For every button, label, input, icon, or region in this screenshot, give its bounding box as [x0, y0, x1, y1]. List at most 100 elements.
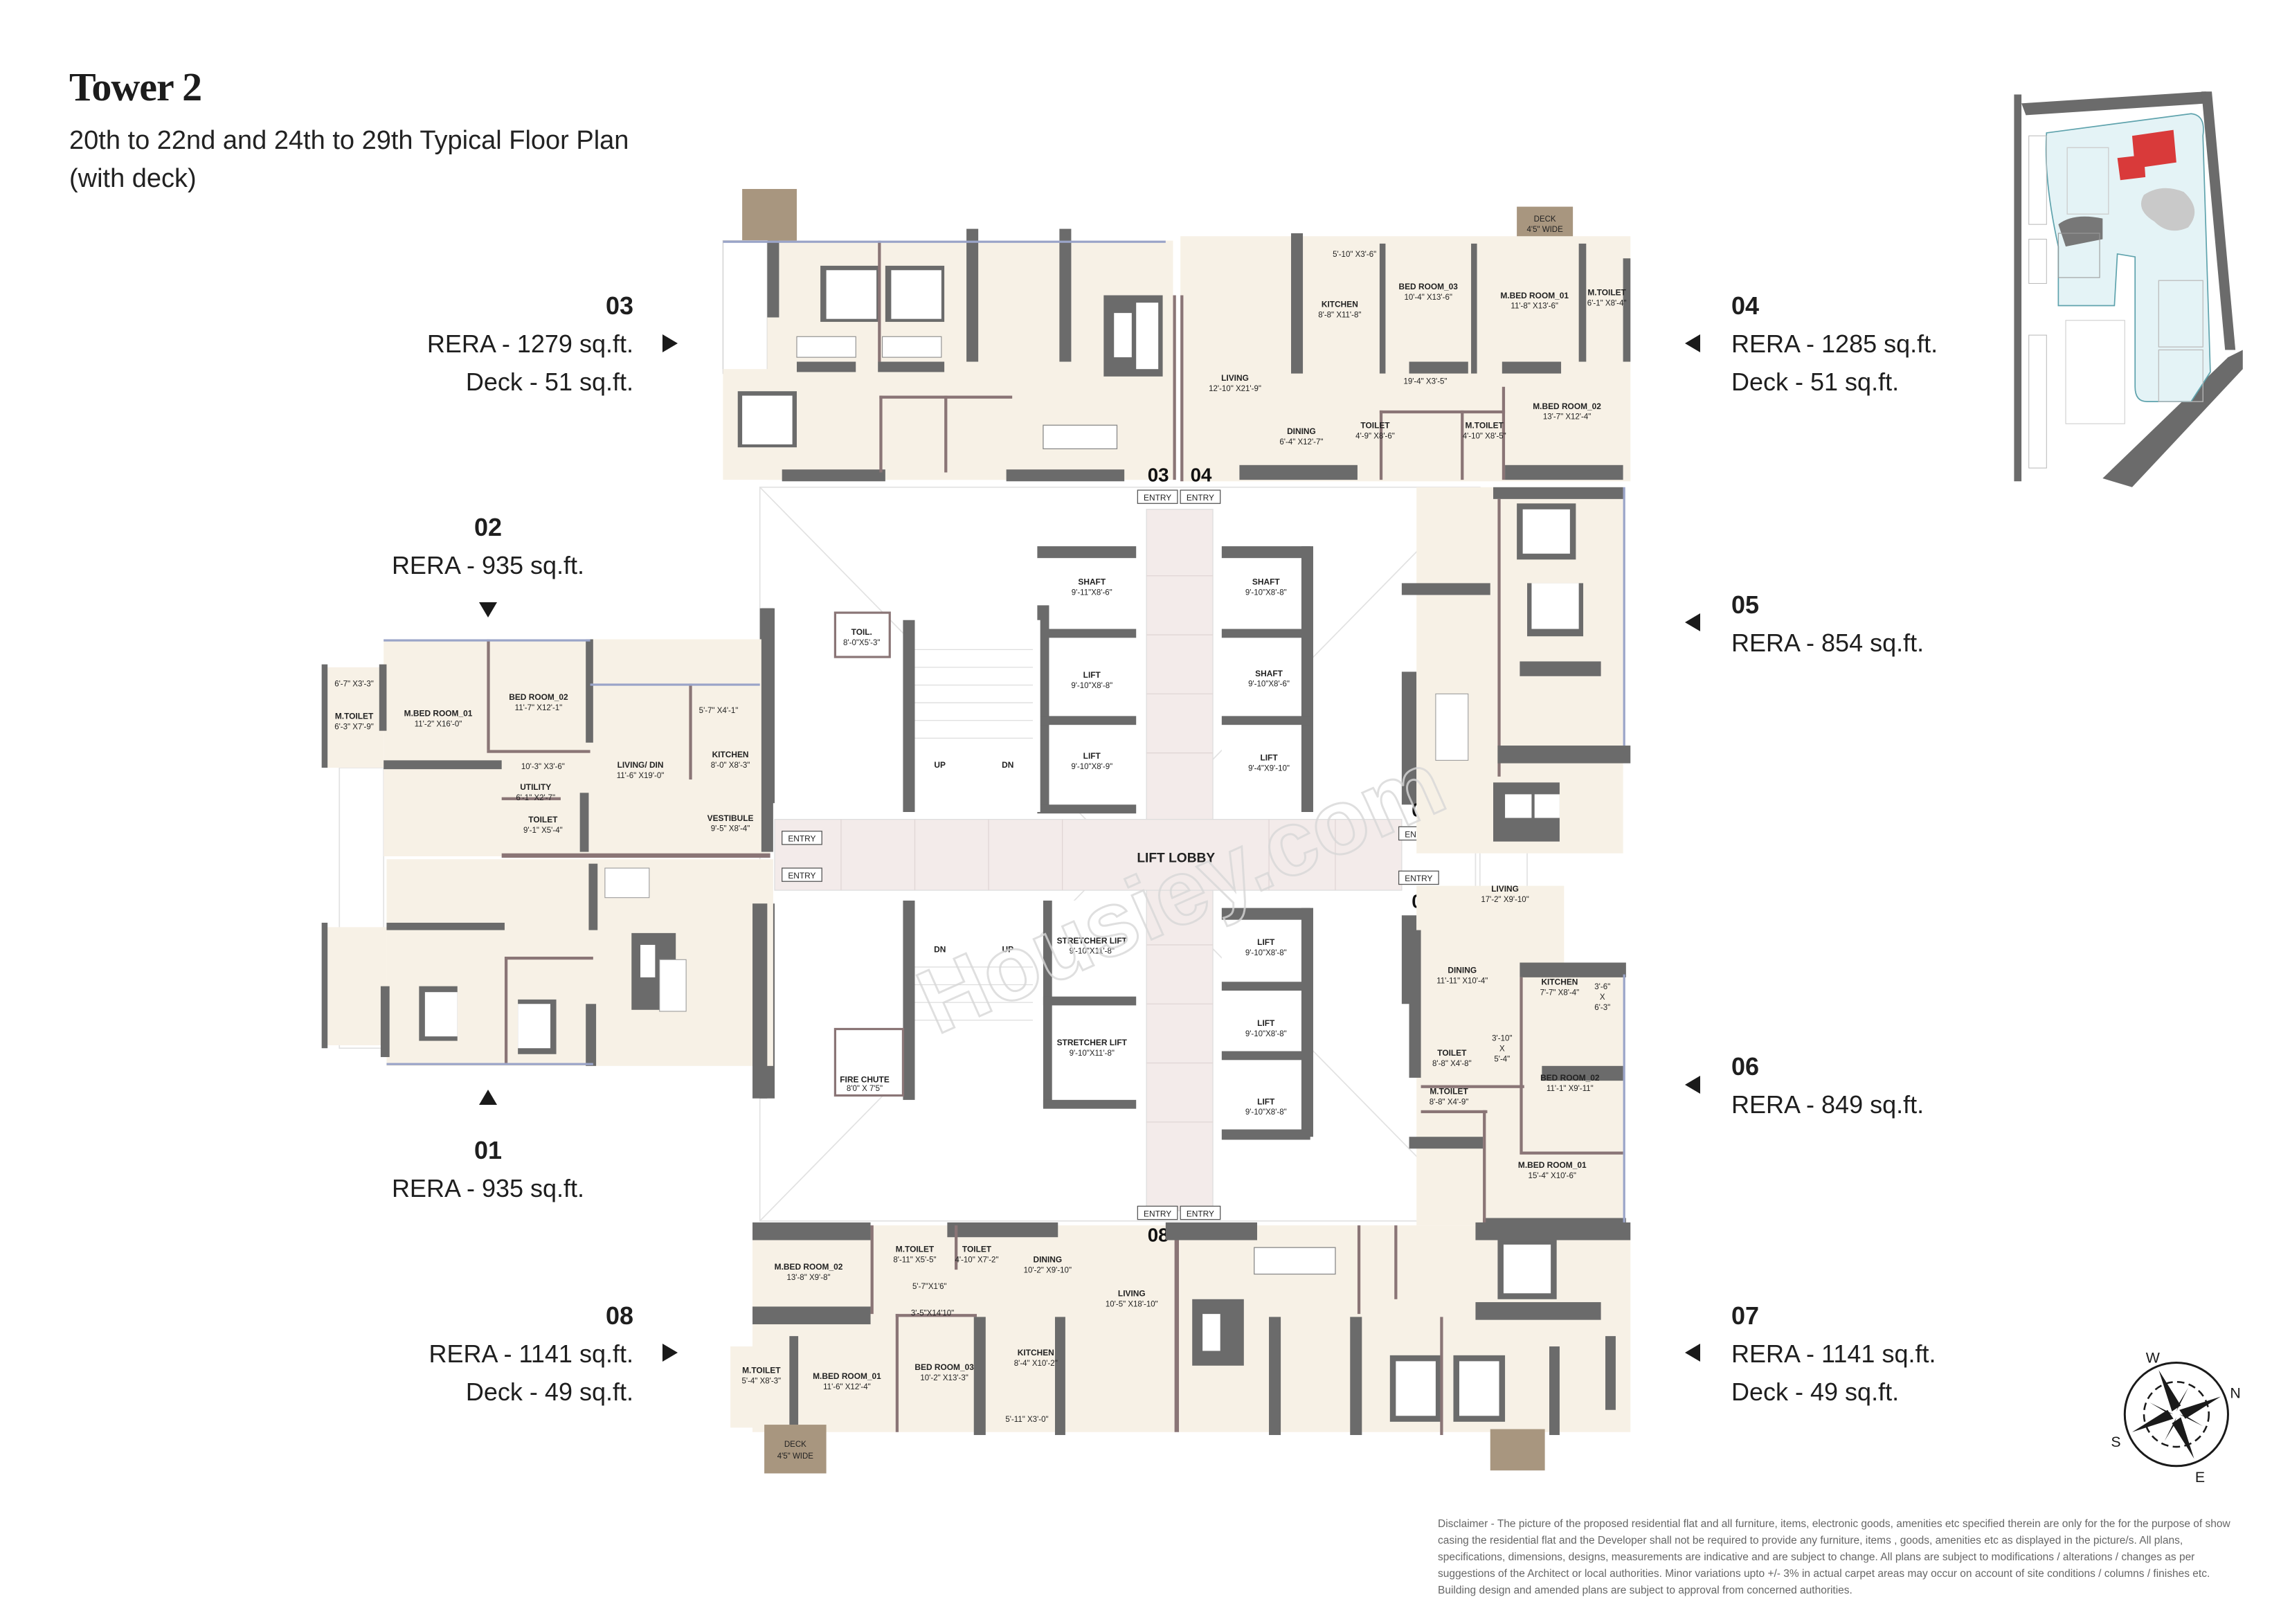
svg-text:DINING: DINING [1287, 426, 1316, 436]
svg-text:LIFT: LIFT [1257, 937, 1275, 947]
svg-text:8'0" X 7'5": 8'0" X 7'5" [847, 1085, 883, 1093]
page-subtitle-deck: (with deck) [69, 164, 197, 193]
svg-text:LIFT: LIFT [1083, 670, 1101, 680]
unit-callout-07: 07 RERA - 1141 sq.ft. Deck - 49 sq.ft. [1731, 1297, 1936, 1411]
unit-number: 02 [474, 513, 503, 541]
unit-number: 05 [1731, 590, 1760, 619]
svg-text:13'-8" X9'-8": 13'-8" X9'-8" [787, 1274, 831, 1282]
arrow-left-icon [1685, 334, 1700, 352]
unit-deck-area: Deck - 49 sq.ft. [1731, 1378, 1900, 1406]
arrow-left-icon [1685, 1076, 1700, 1094]
svg-text:13'-7" X12'-4": 13'-7" X12'-4" [1543, 413, 1591, 422]
unit-04-plan: DECK 4'5" WIDE 5'-10" X3'-6" KITCHEN 8'-… [1148, 206, 1631, 485]
unit-rera-area: RERA - 1285 sq.ft. [1731, 330, 1938, 358]
svg-text:UP: UP [934, 760, 946, 770]
unit-03-plan [722, 188, 1176, 482]
core-plan: LIFT LOBBY SHAFT 9'-11"X8'-6" LIFT 9'-10… [759, 509, 1417, 1211]
compass-n: N [2230, 1385, 2240, 1402]
svg-text:BED ROOM_02: BED ROOM_02 [1540, 1073, 1600, 1083]
svg-text:DINING: DINING [1033, 1254, 1062, 1264]
unit-05-plan [1401, 487, 1631, 854]
svg-text:M.TOILET: M.TOILET [1430, 1086, 1468, 1096]
svg-text:9'-11"X8'-6": 9'-11"X8'-6" [1072, 588, 1112, 597]
unit-number: 08 [605, 1301, 633, 1330]
unit-02-plan: 6'-7" X3'-3" M.TOILET 6'-3" X7'-9" M.BED… [321, 608, 773, 858]
svg-text:LIVING: LIVING [1491, 884, 1519, 894]
svg-text:03: 03 [1148, 464, 1169, 485]
unit-rera-area: RERA - 935 sq.ft. [391, 551, 585, 579]
svg-text:DN: DN [934, 945, 946, 955]
svg-text:9'-10"X8'-8": 9'-10"X8'-8" [1245, 588, 1287, 597]
svg-text:11'-8" X13'-6": 11'-8" X13'-6" [1511, 303, 1558, 311]
unit-deck-area: Deck - 51 sq.ft. [1731, 368, 1900, 396]
svg-text:11'-7" X12'-1": 11'-7" X12'-1" [515, 704, 563, 712]
entry-07-08: ENTRY ENTRY [1137, 1205, 1221, 1220]
svg-text:LIFT: LIFT [1260, 752, 1278, 762]
unit-callout-06: 06 RERA - 849 sq.ft. [1731, 1047, 1924, 1124]
svg-text:M.TOILET: M.TOILET [1466, 420, 1504, 430]
svg-text:ENTRY: ENTRY [1144, 1209, 1171, 1218]
svg-text:10'-2" X9'-10": 10'-2" X9'-10" [1024, 1266, 1072, 1274]
svg-text:M.BED ROOM_01: M.BED ROOM_01 [404, 708, 473, 718]
unit-rera-area: RERA - 935 sq.ft. [391, 1174, 585, 1202]
svg-text:ENTRY: ENTRY [788, 834, 815, 844]
svg-text:9'-10"X11'-8": 9'-10"X11'-8" [1070, 948, 1115, 956]
svg-text:STRETCHER LIFT: STRETCHER LIFT [1057, 1038, 1128, 1047]
svg-text:12'-10" X21'-9": 12'-10" X21'-9" [1209, 385, 1261, 393]
svg-text:TOILET: TOILET [1437, 1048, 1467, 1058]
deck-03 [742, 188, 797, 244]
arrow-right-icon [662, 1344, 678, 1362]
unit-deck-area: Deck - 51 sq.ft. [465, 368, 633, 396]
svg-text:LIFT: LIFT [1257, 1097, 1275, 1106]
svg-text:5'-7" X4'-1": 5'-7" X4'-1" [699, 707, 739, 715]
svg-text:DECK: DECK [1534, 215, 1556, 224]
svg-text:KITCHEN: KITCHEN [1541, 977, 1578, 987]
arrow-left-icon [1685, 613, 1700, 631]
svg-text:M.BED ROOM_01: M.BED ROOM_01 [1500, 291, 1569, 300]
svg-text:11'-1" X9'-11": 11'-1" X9'-11" [1547, 1085, 1594, 1093]
svg-text:10'-4" X13'-6": 10'-4" X13'-6" [1405, 294, 1452, 302]
compass-s: S [2111, 1434, 2120, 1450]
svg-text:11'-6" X12'-4": 11'-6" X12'-4" [823, 1383, 871, 1391]
deck-08 [764, 1425, 827, 1474]
page-subtitle: 20th to 22nd and 24th to 29th Typical Fl… [69, 126, 629, 155]
svg-text:LIVING: LIVING [1221, 373, 1249, 383]
svg-text:8'-8" X4'-8": 8'-8" X4'-8" [1432, 1060, 1472, 1068]
svg-text:5'-11" X3'-0": 5'-11" X3'-0" [1005, 1416, 1048, 1424]
key-plan [2014, 91, 2243, 487]
svg-text:LIFT: LIFT [1083, 751, 1101, 761]
svg-text:11'-2" X16'-0": 11'-2" X16'-0" [415, 720, 462, 728]
svg-text:6'-1" X8'-4": 6'-1" X8'-4" [1587, 299, 1627, 307]
svg-text:X: X [1499, 1045, 1505, 1053]
svg-text:15'-4" X10'-6": 15'-4" X10'-6" [1529, 1172, 1576, 1180]
svg-text:5'-10" X3'-6": 5'-10" X3'-6" [1333, 251, 1376, 259]
svg-text:4'5" WIDE: 4'5" WIDE [1526, 226, 1563, 234]
svg-text:KITCHEN: KITCHEN [712, 750, 749, 759]
svg-text:ENTRY: ENTRY [788, 871, 815, 881]
svg-text:M.TOILET: M.TOILET [742, 1365, 781, 1375]
svg-text:STRETCHER LIFT: STRETCHER LIFT [1057, 936, 1128, 946]
svg-text:19'-4" X3'-5": 19'-4" X3'-5" [1403, 378, 1447, 386]
entry-03-04: ENTRY ENTRY [1137, 489, 1221, 504]
svg-text:8'-8" X11'-8": 8'-8" X11'-8" [1318, 312, 1361, 320]
unit-callout-03: 03 RERA - 1279 sq.ft. Deck - 51 sq.ft. [427, 287, 633, 401]
svg-text:4'5" WIDE: 4'5" WIDE [777, 1452, 814, 1461]
svg-text:FIRE CHUTE: FIRE CHUTE [840, 1074, 890, 1084]
svg-text:ENTRY: ENTRY [1144, 493, 1171, 503]
svg-text:KITCHEN: KITCHEN [1018, 1348, 1054, 1357]
svg-text:9'-10"X8'-8": 9'-10"X8'-8" [1245, 949, 1287, 957]
svg-text:04: 04 [1191, 464, 1212, 485]
svg-text:08: 08 [1148, 1225, 1169, 1246]
svg-text:M.TOILET: M.TOILET [896, 1245, 935, 1254]
svg-text:6'-1" X2'-7": 6'-1" X2'-7" [516, 794, 555, 802]
unit-number: 07 [1731, 1301, 1760, 1330]
svg-text:M.TOILET: M.TOILET [1587, 288, 1626, 298]
svg-text:8'-8" X4'-9": 8'-8" X4'-9" [1430, 1098, 1469, 1106]
svg-text:9'-10"X8'-8": 9'-10"X8'-8" [1071, 682, 1112, 690]
svg-text:TOILET: TOILET [1360, 420, 1390, 430]
svg-text:6'-3" X7'-9": 6'-3" X7'-9" [334, 723, 374, 732]
svg-text:10'-2" X13'-3": 10'-2" X13'-3" [920, 1374, 968, 1382]
svg-text:TOIL.: TOIL. [851, 627, 872, 637]
svg-text:LIFT: LIFT [1257, 1018, 1275, 1028]
svg-text:10'-5" X18'-10": 10'-5" X18'-10" [1106, 1300, 1158, 1308]
